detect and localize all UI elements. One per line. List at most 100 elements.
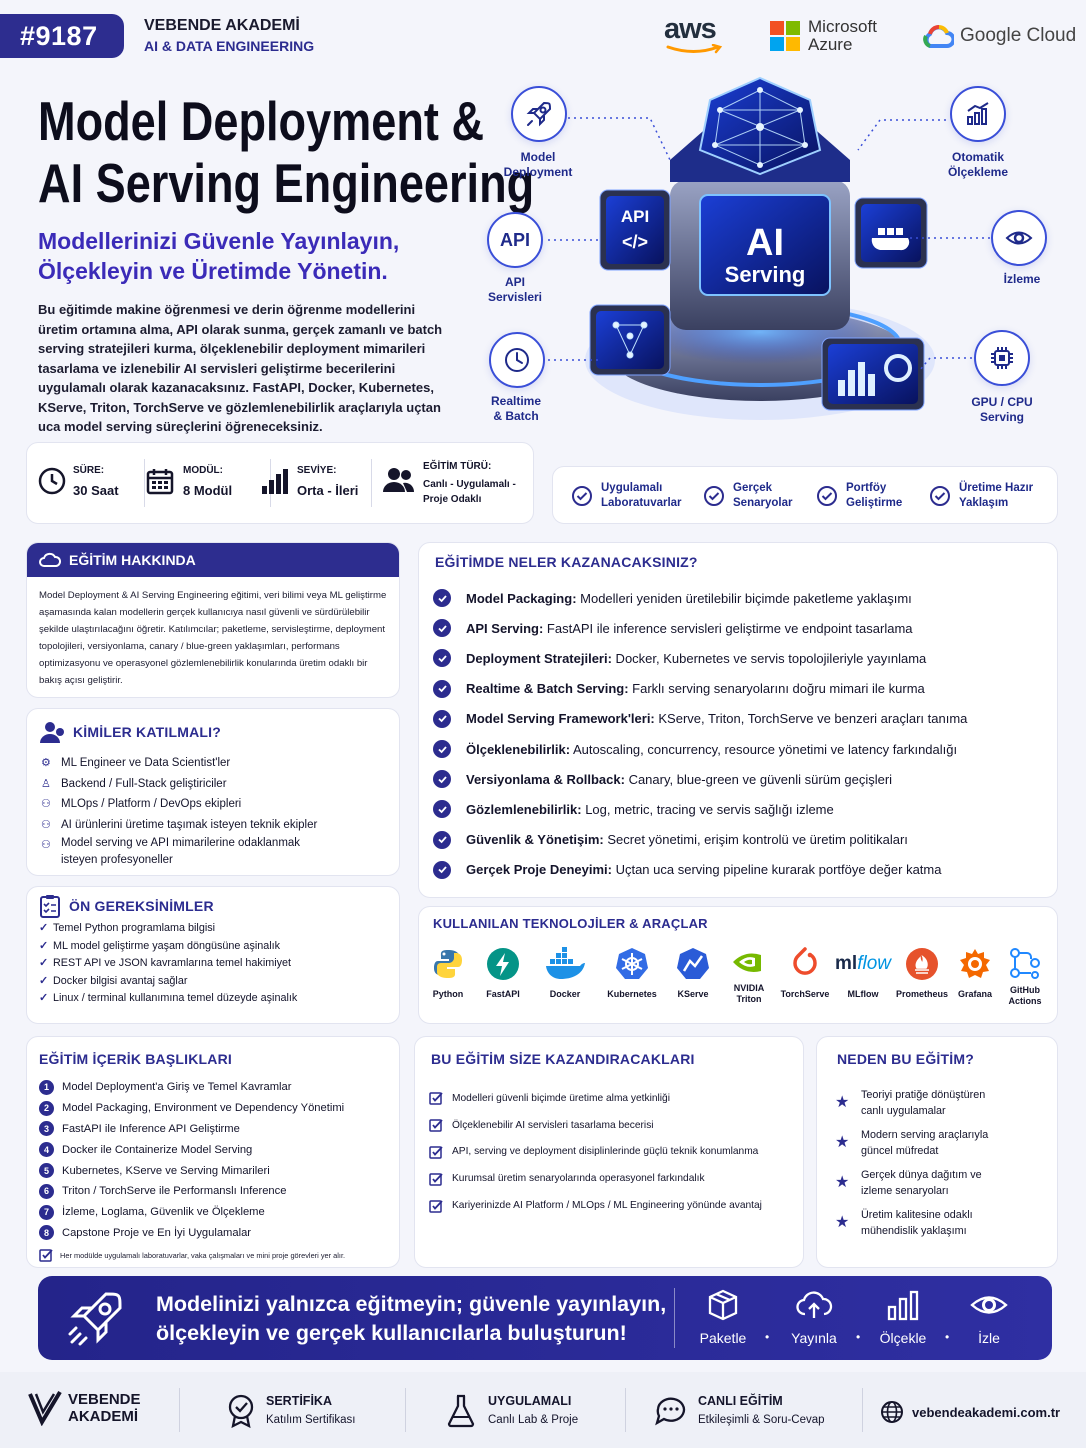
grafana-icon <box>960 949 990 978</box>
step-number: 6 <box>39 1183 54 1199</box>
check-circle-icon <box>433 800 451 819</box>
feature-connectors <box>548 117 990 371</box>
tech-docker: Docker <box>541 947 589 999</box>
stat-modules: MODÜL:8 Modül <box>145 461 232 501</box>
gain-item-text: Secret yönetimi, erişim kontrolü ve üret… <box>603 832 908 848</box>
audience-item: ⚙ML Engineer ve Data Scientist'ler <box>41 753 391 774</box>
api-icon: API <box>499 229 530 250</box>
google-cloud-logo: Google Cloud <box>922 24 1076 48</box>
about-text: Model Deployment & AI Serving Engineerin… <box>39 590 387 686</box>
stats-bar: SÜRE:30 Saat MODÜL:8 Modül SEVİYE:Orta -… <box>26 442 534 524</box>
why-title: NEDEN BU EĞİTİM? <box>837 1051 974 1067</box>
gain-item-title: Gözlemlenebilirlik: <box>466 801 582 817</box>
cloud-icon <box>39 552 61 567</box>
gain-item-text: Canary, blue-green ve güvenli sürüm geçi… <box>624 771 893 787</box>
check-square-icon <box>429 1172 443 1186</box>
curriculum-item-label: Model Deployment'a Giriş ve Temel Kavram… <box>62 1081 292 1094</box>
gain-item-text: KServe, Triton, TorchServe ve benzeri ar… <box>654 711 968 727</box>
kserve-icon <box>677 948 709 979</box>
stat-format: EĞİTİM TÜRÜ:Canlı - Uygulamalı - Proje O… <box>381 459 531 507</box>
chat-icon <box>655 1397 686 1426</box>
step-number: 1 <box>39 1079 54 1095</box>
vebende-logo-icon <box>28 1390 62 1426</box>
gain-item-title: Model Packaging: <box>466 590 577 606</box>
chart-icon <box>967 102 989 125</box>
prereq-item: ✓ML model geliştirme yaşam döngüsüne aşi… <box>39 938 297 956</box>
step-separator: • <box>765 1330 770 1344</box>
microsoft-icon <box>770 21 800 51</box>
eye-icon <box>1005 231 1033 245</box>
curriculum-item-label: Capstone Proje ve En İyi Uygulamalar <box>62 1226 252 1239</box>
footer-website[interactable]: vebendeakademi.com.tr <box>880 1400 1060 1424</box>
about-header: EĞİTİM HAKKINDA <box>27 543 399 577</box>
feature-label: Otomatik <box>951 150 1004 164</box>
check-square-icon <box>429 1091 443 1106</box>
stat-level: SEVİYE:Orta - İleri <box>259 461 358 501</box>
person-icon: ♙ <box>41 777 51 790</box>
star-icon: ★ <box>835 1214 850 1231</box>
monitoring-feature <box>991 210 1047 266</box>
hero-description: Bu eğitimde makine öğrenmesi ve derin öğ… <box>38 302 443 434</box>
benefit-item: Kariyerinizde AI Platform / MLOps / ML E… <box>429 1192 799 1219</box>
checklist-icon <box>40 895 60 918</box>
google-cloud-icon <box>923 25 954 48</box>
cta-text: Modelinizi yalnızca eğitmeyin; güvenle y… <box>156 1292 667 1345</box>
cta-banner: Modelinizi yalnızca eğitmeyin; güvenle y… <box>38 1276 1052 1360</box>
star-icon: ★ <box>835 1174 850 1191</box>
tech-kubernetes: Kubernetes <box>602 947 662 999</box>
flow-icon: ⚙ <box>41 757 51 769</box>
curriculum-item-label: FastAPI ile Inference API Geliştirme <box>62 1122 240 1135</box>
prereq-item: ✓Temel Python programlama bilgisi <box>39 920 297 938</box>
gain-item-title: Versiyonlama & Rollback: <box>466 771 625 787</box>
gain-item-text: Uçtan uca serving pipeline kurarak portf… <box>611 862 942 878</box>
about-title: EĞİTİM HAKKINDA <box>69 552 196 568</box>
box-icon <box>708 1289 738 1321</box>
step-number: 4 <box>39 1142 54 1158</box>
check-icon: ✓ <box>39 939 49 952</box>
step-package: Paketle <box>690 1288 756 1346</box>
gain-item: API Serving: FastAPI ile inference servi… <box>433 613 1049 643</box>
nvidia-icon <box>733 953 761 972</box>
benefit-item-label: Ölçeklenebilir AI servisleri tasarlama b… <box>452 1119 654 1131</box>
clock-icon <box>38 467 66 495</box>
step-number: 5 <box>39 1163 54 1179</box>
course-code: #9187 <box>20 20 98 51</box>
audience-item: ♙Backend / Full-Stack geliştiriciler <box>41 774 391 795</box>
github-actions-icon <box>1010 948 1040 979</box>
users-icon <box>383 468 415 492</box>
tech-github-actions: GitHub Actions <box>1001 945 1049 1007</box>
gain-item-title: Model Serving Framework'leri: <box>466 711 655 727</box>
curriculum-item-label: İzleme, Loglama, Güvenlik ve Ölçekleme <box>62 1206 265 1219</box>
gain-item-text: Farklı serving senaryolarını doğru mimar… <box>628 681 925 697</box>
server-code-label: </> <box>622 232 648 252</box>
step-number: 8 <box>39 1225 54 1241</box>
brand-block: VEBENDE AKADEMİ AI & DATA ENGINEERING <box>144 16 314 56</box>
gain-item: Model Serving Framework'leri: KServe, Tr… <box>433 704 1049 734</box>
check-circle-icon <box>433 709 451 728</box>
server-title-ai: AI <box>746 222 784 264</box>
gain-item: Deployment Stratejileri: Docker, Kuberne… <box>433 643 1049 673</box>
tech-nvidia-triton: NVIDIA Triton <box>727 947 771 1005</box>
benefit-item: Kurumsal üretim senaryolarında operasyon… <box>429 1165 799 1192</box>
tech-prometheus: Prometheus <box>893 947 951 999</box>
about-section: EĞİTİM HAKKINDA Model Deployment & AI Se… <box>26 542 400 698</box>
rocket-icon <box>526 101 552 127</box>
gain-item-text: Modelleri yeniden üretilebilir biçimde p… <box>576 590 912 606</box>
globe-icon <box>881 1401 903 1423</box>
tech-section: KULLANILAN TEKNOLOJİLER & ARAÇLAR Python… <box>418 906 1058 1024</box>
website-link[interactable]: vebendeakademi.com.tr <box>912 1404 1061 1420</box>
check-circle-icon <box>930 486 950 506</box>
curriculum-item-label: Kubernetes, KServe ve Serving Mimarileri <box>62 1164 270 1177</box>
audience-item: ⚇AI ürünlerini üretime taşımak isteyen t… <box>41 815 391 836</box>
benefits-section: BU EĞİTİM SİZE KAZANDIRACAKLARI Modeller… <box>414 1036 804 1268</box>
